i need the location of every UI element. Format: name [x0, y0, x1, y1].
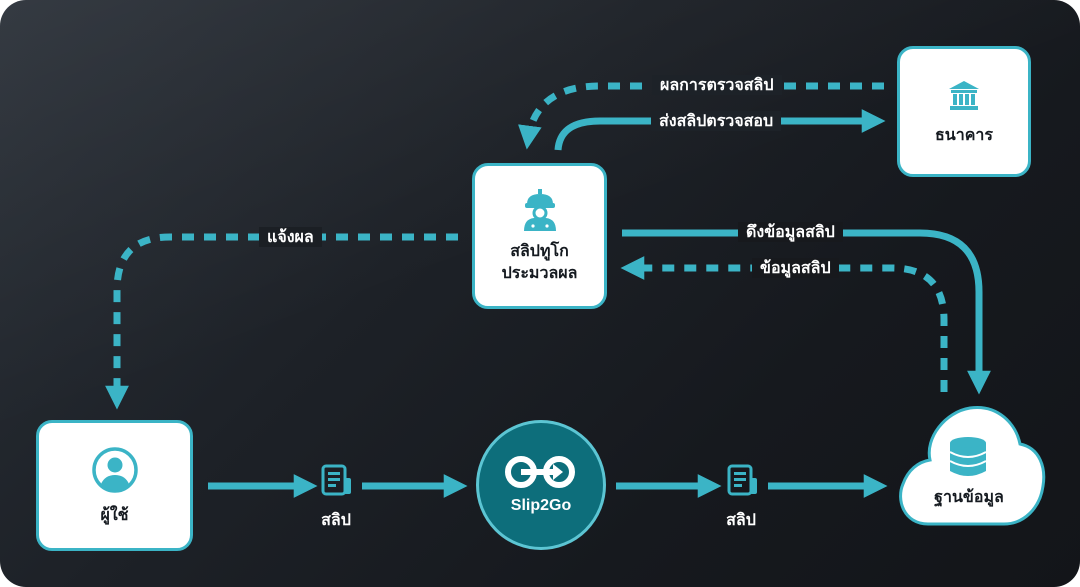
slip2go-logo-icon — [505, 456, 575, 488]
edge-label-verify-result: ผลการตรวจสลิป — [652, 75, 782, 95]
processor-node[interactable]: สลิปทูโก ประมวลผล — [472, 163, 607, 309]
edge-verify-result — [518, 82, 884, 150]
processor-label-line2: ประมวลผล — [501, 263, 578, 282]
processor-label-line1: สลิปทูโก — [510, 241, 569, 260]
slip-label-right: สลิป — [726, 510, 756, 529]
edge-label-send-slip: ส่งสลิปตรวจสอบ — [651, 111, 782, 131]
database-icon — [949, 437, 987, 476]
edge-label-fetch-slip-data: ดึงข้อมูลสลิป — [738, 222, 843, 242]
edge-fetch-slip-data — [622, 229, 991, 395]
database-node[interactable] — [899, 406, 1046, 526]
slip-document-icon — [321, 464, 351, 496]
bank-icon — [949, 80, 979, 110]
user-node[interactable]: ผู้ใช้ — [36, 420, 193, 551]
user-avatar-icon — [91, 446, 138, 493]
edge-label-slip-data: ข้อมูลสลิป — [752, 258, 839, 278]
slip2go-hub[interactable]: Slip2Go — [476, 420, 606, 550]
edge-notify — [105, 233, 458, 410]
slip-label-left: สลิป — [321, 510, 351, 529]
user-label: ผู้ใช้ — [100, 504, 129, 524]
edge-send-slip — [554, 109, 886, 151]
robot-icon — [523, 189, 556, 231]
edge-label-notify: แจ้งผล — [259, 227, 322, 247]
slip-document-icon — [727, 464, 757, 496]
database-label: ฐานข้อมูล — [934, 487, 1004, 506]
hub-label: Slip2Go — [510, 497, 572, 514]
bank-label: ธนาคาร — [935, 124, 993, 144]
bank-node[interactable]: ธนาคาร — [897, 46, 1031, 177]
edge-slip-data — [620, 256, 948, 392]
